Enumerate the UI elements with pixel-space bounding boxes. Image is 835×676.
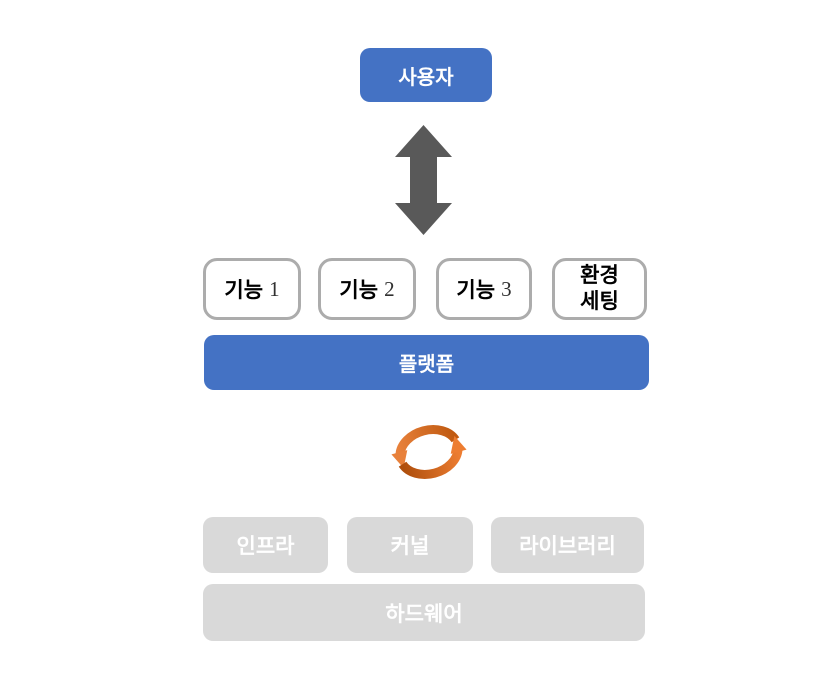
feature-box-3-number: 3 <box>501 276 512 301</box>
feature-box-2: 기능 2 <box>318 258 416 320</box>
feature-box-1-label: 기능 <box>224 279 264 302</box>
kernel-box-label: 커널 <box>390 535 430 558</box>
kernel-box: 커널 <box>347 517 473 573</box>
platform-bar: 플랫폼 <box>204 335 649 390</box>
feature-box-3-label: 기능 <box>456 279 496 302</box>
infra-box-label: 인프라 <box>236 535 295 558</box>
infra-box: 인프라 <box>203 517 328 573</box>
library-box: 라이브러리 <box>491 517 644 573</box>
user-box: 사용자 <box>360 48 492 102</box>
feature-box-2-number: 2 <box>384 276 395 301</box>
feature-box-1-number: 1 <box>269 276 280 301</box>
feature-box-2-label: 기능 <box>339 279 379 302</box>
platform-bar-label: 플랫폼 <box>398 354 455 376</box>
up-down-arrow-icon <box>395 125 452 235</box>
user-box-label: 사용자 <box>398 66 454 89</box>
library-box-label: 라이브러리 <box>519 535 616 558</box>
env-settings-line1: 환경 <box>580 264 619 287</box>
hardware-box: 하드웨어 <box>203 584 645 641</box>
sync-cycle-icon <box>388 410 470 494</box>
env-settings-box: 환경 세팅 <box>552 258 647 320</box>
feature-box-1: 기능 1 <box>203 258 301 320</box>
feature-box-3: 기능 3 <box>436 258 532 320</box>
hardware-box-label: 하드웨어 <box>385 602 463 626</box>
env-settings-line2: 세팅 <box>580 290 619 313</box>
